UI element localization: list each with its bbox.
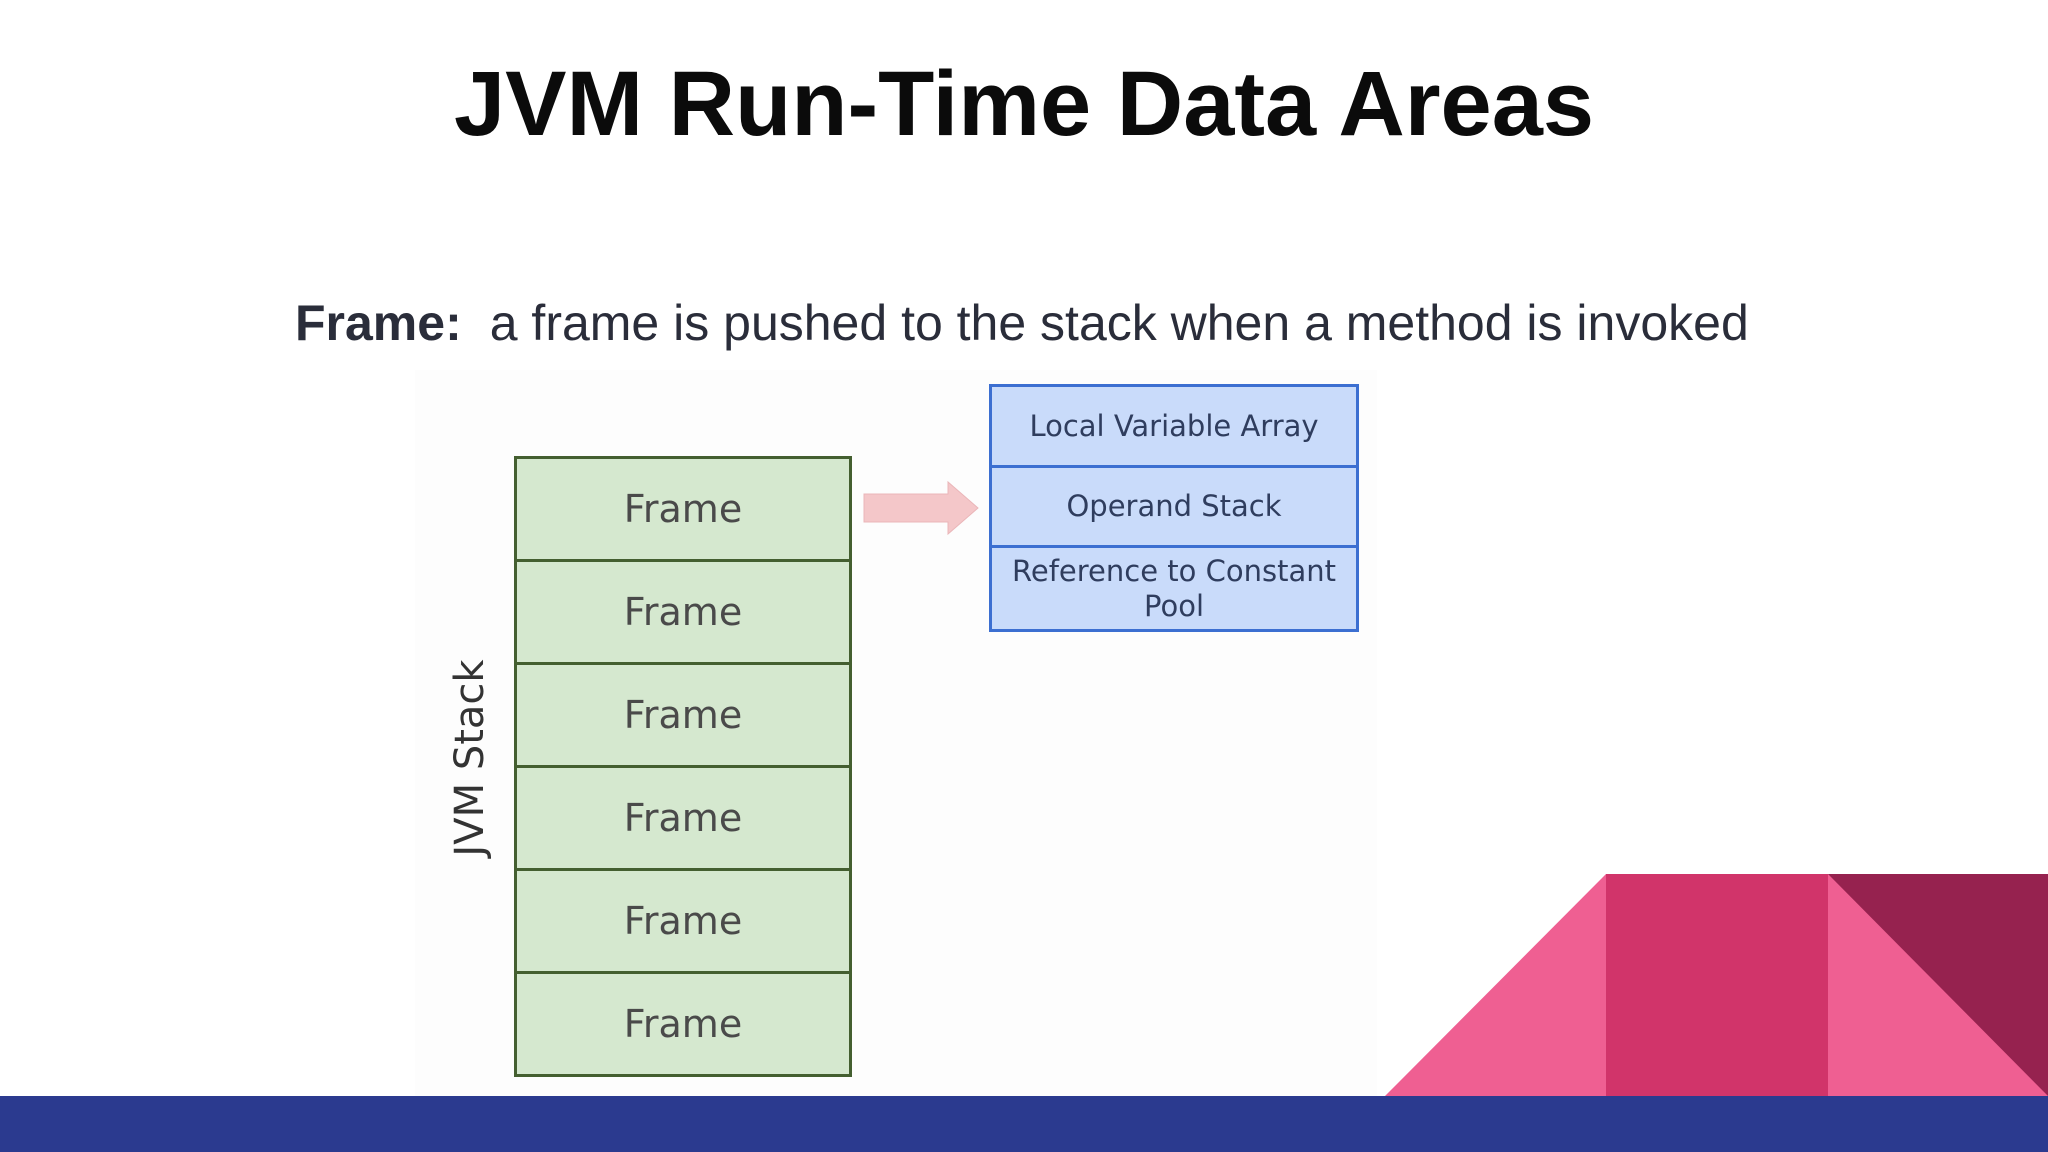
decor-block-magenta <box>1606 874 1828 1096</box>
subtitle-term: Frame: <box>295 295 462 351</box>
constant-pool-reference: Reference to Constant Pool <box>992 545 1356 629</box>
operand-stack: Operand Stack <box>992 465 1356 545</box>
footer-bar <box>0 1096 2048 1152</box>
frame-detail: Local Variable Array Operand Stack Refer… <box>989 384 1359 632</box>
slide-subtitle: Frame: a frame is pushed to the stack whe… <box>295 294 1749 352</box>
stack-frame: Frame <box>623 487 743 531</box>
decor-triangle-dark <box>1828 874 2048 1096</box>
stack-frame: Frame <box>517 971 849 1074</box>
stack-frame: Frame <box>517 765 849 868</box>
slide-title: JVM Run-Time Data Areas <box>453 53 1595 155</box>
frame-detail-arrow-icon <box>863 480 979 536</box>
stack-frame: Frame <box>517 662 849 765</box>
local-variable-array: Local Variable Array <box>1029 408 1319 443</box>
decor-triangle-left <box>1385 874 1606 1096</box>
jvm-stack: Frame Frame Frame Frame Frame Frame <box>514 456 852 1077</box>
stack-frame: Frame <box>517 868 849 971</box>
stack-frame: Frame <box>517 559 849 662</box>
subtitle-text: a frame is pushed to the stack when a me… <box>489 295 1749 351</box>
